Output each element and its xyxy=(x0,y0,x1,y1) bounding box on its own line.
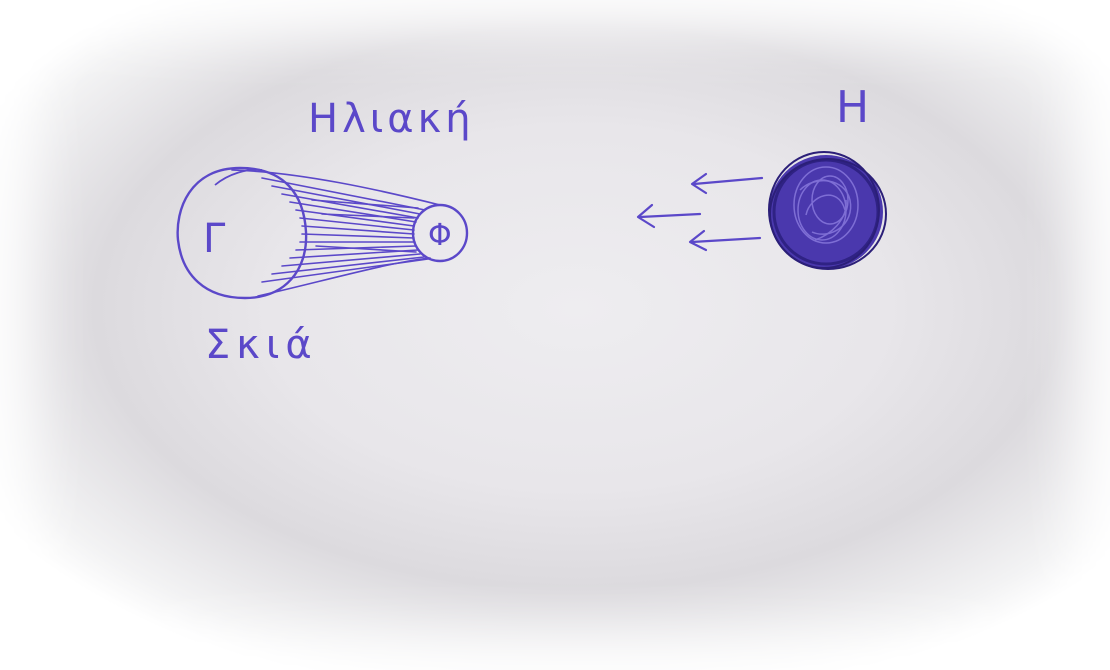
shadow-cone xyxy=(232,170,440,296)
arrow-top-icon xyxy=(692,174,762,193)
arrow-bottom-icon xyxy=(690,231,760,250)
shadow-label: Σκιά xyxy=(205,322,318,368)
moon-letter: Φ xyxy=(428,218,452,253)
sunlight-arrows xyxy=(638,174,762,250)
eclipse-label: Ηλιακή xyxy=(308,96,475,142)
sun-letter: Η xyxy=(836,82,869,133)
arrow-middle-icon xyxy=(638,205,700,227)
earth-letter: Γ xyxy=(203,216,226,262)
sun xyxy=(769,152,886,269)
